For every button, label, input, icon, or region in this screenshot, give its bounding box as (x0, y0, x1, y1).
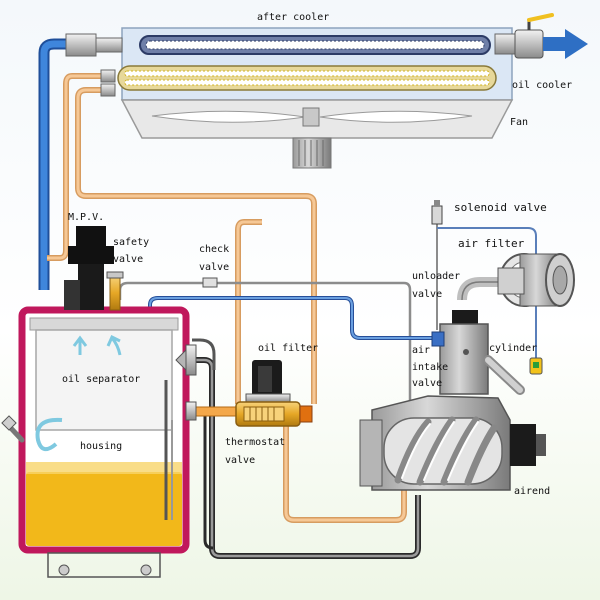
control-air-line (148, 296, 432, 340)
oil-return-line (76, 88, 316, 404)
oil-level (26, 472, 182, 546)
air-filter-assembly (497, 253, 575, 375)
oil-injection-line (188, 358, 420, 558)
separator-nozzle (185, 344, 197, 376)
after-cooler-tube (145, 40, 485, 50)
air-line (40, 40, 68, 290)
oil-supply-line (284, 404, 406, 522)
hot-oil-line (47, 74, 112, 260)
label-fan: Fan (510, 117, 529, 128)
label-airend: airend (514, 486, 551, 497)
cooler-assembly (117, 27, 514, 169)
label-intake: intake (412, 362, 449, 373)
label-unloader: unloader (412, 271, 461, 282)
valve-handle (527, 13, 554, 22)
separator-cap (29, 317, 179, 331)
mpv-body (78, 264, 104, 310)
label-oil-cooler: oil cooler (512, 80, 573, 91)
after-cooler-inlet-fitting (65, 33, 97, 57)
air-outlet (494, 13, 588, 59)
solenoid-valve (431, 205, 443, 225)
outlet-fitting (494, 33, 516, 55)
outlet-arrow (565, 29, 588, 59)
bypass-oil-line (236, 220, 262, 404)
label-housing: housing (80, 441, 123, 452)
fan-hub (302, 107, 320, 127)
label-oil-filter: oil filter (258, 343, 319, 354)
mpv-cap (76, 226, 106, 246)
drive-coupling (510, 424, 536, 466)
airend-assembly (359, 310, 546, 491)
safety-valve (106, 271, 124, 311)
oil-cooler-core (117, 65, 497, 91)
label-safety: safety (113, 237, 150, 248)
label-oil-separator: oil separator (62, 374, 141, 385)
swirl-arrow (35, 417, 63, 452)
label-solenoid-valve: solenoid valve (454, 201, 547, 214)
label-thermostat: thermostat (225, 437, 286, 448)
check-valve (202, 277, 218, 288)
oil-separator-tank (1, 306, 197, 578)
unloader-valve (431, 331, 445, 347)
cylinder-cap (452, 310, 478, 324)
filter-sense-line (437, 227, 537, 360)
label-intake-valve: valve (412, 378, 443, 389)
label-thermostat-valve: valve (225, 455, 256, 466)
label-check: check (199, 244, 230, 255)
oil-filter (245, 360, 291, 403)
mpv-valve (64, 226, 114, 310)
label-check-valve: valve (199, 262, 230, 273)
oil-cooler-tube-bottom (124, 79, 490, 86)
separator-base (47, 552, 161, 578)
intake-valve-body (439, 323, 489, 395)
label-cylinder: cylinder (489, 343, 538, 354)
label-air-filter: air filter (458, 237, 525, 250)
label-after-cooler: after cooler (257, 12, 330, 23)
outlet-ball-valve (514, 29, 544, 59)
thermostat-valve-body (235, 401, 313, 427)
label-safety-valve: valve (113, 254, 144, 265)
label-air: air (412, 345, 431, 356)
oil-cooler-tube-top (124, 70, 490, 77)
fan-blade-right (319, 110, 473, 123)
label-unloader-valve: valve (412, 289, 443, 300)
label-mpv: M.P.V. (68, 212, 105, 223)
separator-element (35, 329, 173, 431)
